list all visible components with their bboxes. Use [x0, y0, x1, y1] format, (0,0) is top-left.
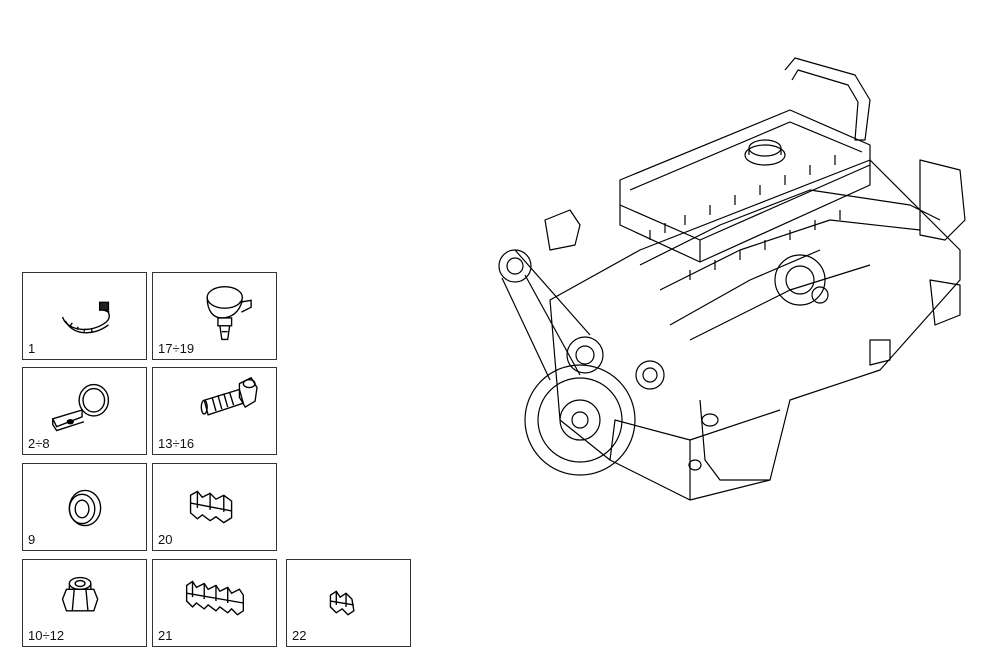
part-number-label: 17÷19 — [158, 341, 195, 356]
part-cell-pipe-holder-1[interactable]: 22 — [286, 559, 411, 647]
part-number-label: 10÷12 — [28, 628, 65, 643]
part-number-label: 13÷16 — [158, 436, 195, 451]
engine-assembly-diagram — [498, 57, 966, 501]
part-number-label: 21 — [158, 628, 173, 643]
part-cell-washer-ring[interactable]: 9 — [22, 463, 147, 551]
part-number-label: 22 — [292, 628, 307, 643]
part-cell-p-clamp[interactable]: 2÷8 — [22, 367, 147, 455]
part-cell-clamp-clip[interactable]: 17÷19 — [152, 272, 277, 360]
part-cell-screw[interactable]: 13÷16 — [152, 367, 277, 455]
part-cell-pipe-holder-2[interactable]: 20 — [152, 463, 277, 551]
pipe-holder-four-icon — [185, 580, 245, 616]
part-number-label: 9 — [28, 532, 36, 547]
pipe-holder-one-icon — [329, 590, 355, 616]
part-cell-pipe-holder-4[interactable]: 21 — [152, 559, 277, 647]
engine-block — [549, 159, 961, 501]
screw-icon — [200, 376, 258, 416]
part-cell-cable-tie[interactable]: 1 — [22, 272, 147, 360]
cable-tie-icon — [61, 301, 110, 334]
lock-nut-icon — [61, 576, 99, 612]
pipe-holder-two-icon — [189, 490, 233, 524]
part-number-label: 2÷8 — [28, 436, 50, 451]
clamp-clip-icon — [206, 285, 252, 341]
turbocharger — [774, 254, 826, 306]
crankshaft-pulley — [524, 364, 636, 476]
p-clamp-icon — [51, 383, 110, 432]
part-number-label: 1 — [28, 341, 36, 356]
part-cell-lock-nut[interactable]: 10÷12 — [22, 559, 147, 647]
washer-ring-icon — [68, 489, 102, 527]
oil-filler-cap — [744, 144, 786, 166]
part-number-label: 20 — [158, 532, 173, 547]
